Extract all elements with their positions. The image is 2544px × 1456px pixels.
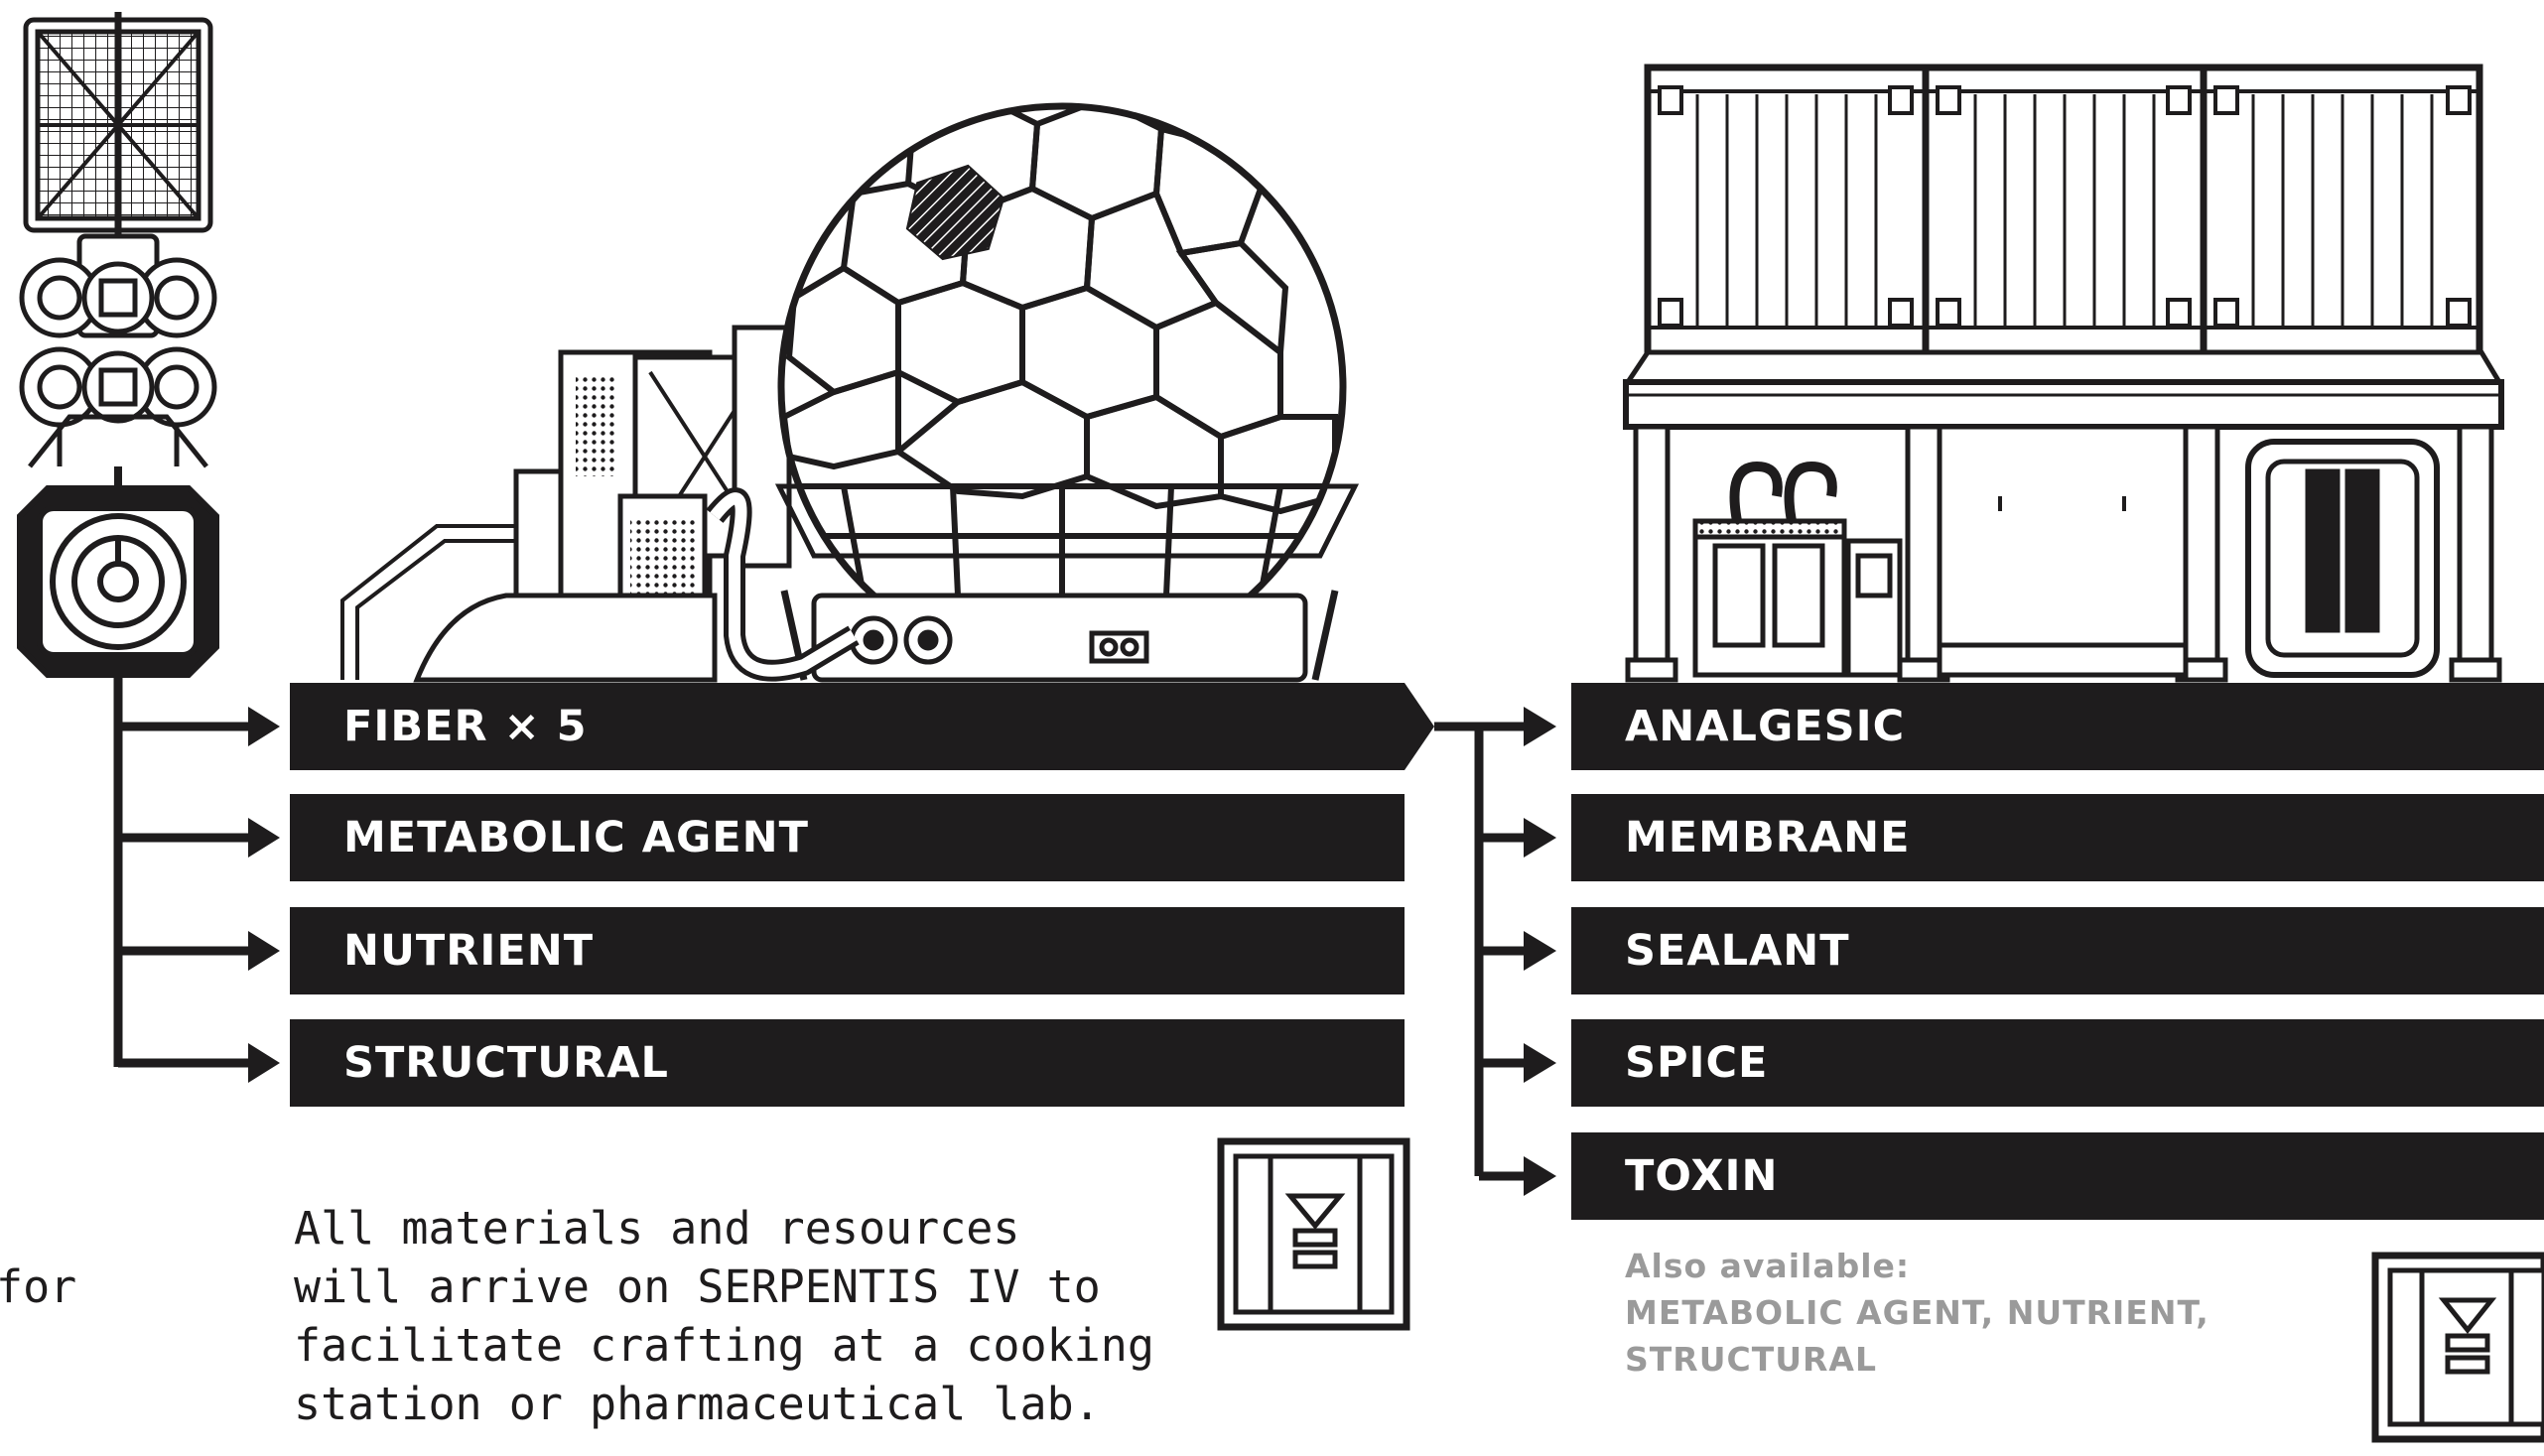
cutoff-text: d xyxy=(0,1316,1,1375)
supply-crate-icon xyxy=(2371,1252,2544,1443)
cutoff-text: for xyxy=(0,1260,77,1313)
output-label-analgesic: ANALGESIC xyxy=(1625,702,1906,751)
storage-shelter-icon xyxy=(1623,64,2504,683)
output-bars xyxy=(1571,683,2544,1220)
input-connector xyxy=(113,675,280,1083)
input-bar-arrow xyxy=(1405,683,1434,770)
description-line: will arrive on SERPENTIS IV to xyxy=(294,1260,1101,1313)
output-connector xyxy=(1434,707,1556,1196)
input-bars xyxy=(290,683,1405,1107)
reel-tower-icon xyxy=(19,233,217,488)
output-label-membrane: MEMBRANE xyxy=(1625,813,1911,862)
output-label-spice: SPICE xyxy=(1625,1038,1769,1088)
description-line: station or pharmaceutical lab. xyxy=(294,1378,1101,1430)
output-label-toxin: TOXIN xyxy=(1625,1151,1779,1201)
also-available-heading: Also available: xyxy=(1625,1247,1911,1285)
description-line: All materials and resources xyxy=(294,1202,1020,1255)
output-label-sealant: SEALANT xyxy=(1625,926,1850,976)
dome-greenhouse-icon xyxy=(340,102,1360,683)
input-label-metabolic-agent: METABOLIC AGENT xyxy=(343,813,809,862)
description-line: facilitate crafting at a cooking xyxy=(294,1319,1154,1372)
input-label-fiber: FIBER × 5 xyxy=(343,702,588,751)
fan-module-icon xyxy=(17,485,219,678)
solar-panel-icon xyxy=(23,12,213,238)
input-label-nutrient: NUTRIENT xyxy=(343,926,595,976)
also-available-line: METABOLIC AGENT, NUTRIENT, xyxy=(1625,1293,2209,1332)
supply-crate-icon xyxy=(1217,1137,1410,1331)
input-label-structural: STRUCTURAL xyxy=(343,1038,669,1088)
also-available-line: STRUCTURAL xyxy=(1625,1340,1877,1379)
